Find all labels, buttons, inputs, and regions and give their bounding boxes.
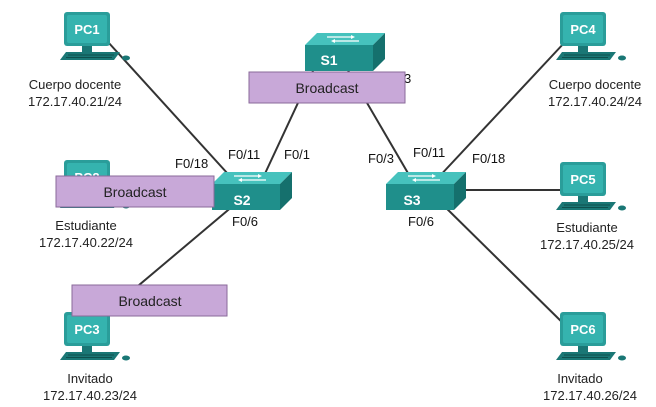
pc5[interactable]: PC5: [555, 161, 627, 211]
pc1-ip: 172.17.40.21/24: [28, 94, 122, 109]
pc6-ip: 172.17.40.26/24: [543, 388, 637, 403]
broadcast-label-pc3: Broadcast: [118, 293, 181, 309]
pc3-name: PC3: [74, 322, 99, 337]
pc5-role: Estudiante: [556, 220, 617, 235]
pc3[interactable]: PC3: [59, 311, 131, 361]
port-s2-f06: F0/6: [232, 214, 258, 229]
pc2-role: Estudiante: [55, 218, 116, 233]
switch-s1[interactable]: S1: [304, 32, 386, 72]
pc1-name: PC1: [74, 22, 99, 37]
port-s3-f06: F0/6: [408, 214, 434, 229]
link-pc4-s3: [435, 41, 566, 181]
port-s2-f011: F0/11: [228, 147, 260, 162]
broadcast-box-pc3: Broadcast: [71, 284, 228, 317]
port-s2-f018: F0/18: [175, 156, 208, 171]
pc4-name: PC4: [570, 22, 596, 37]
pc6-name: PC6: [570, 322, 595, 337]
pc1[interactable]: PC1: [59, 11, 131, 61]
switch-s3-label: S3: [403, 192, 420, 208]
switch-s1-label: S1: [320, 52, 337, 68]
broadcast-box-pc2: Broadcast: [55, 175, 215, 208]
switch-s2[interactable]: S2: [211, 171, 293, 211]
pc2-ip: 172.17.40.22/24: [39, 235, 133, 250]
pc6[interactable]: PC6: [555, 311, 627, 361]
pc4-ip: 172.17.40.24/24: [548, 94, 642, 109]
broadcast-label-pc2: Broadcast: [103, 184, 166, 200]
switch-s2-label: S2: [233, 192, 250, 208]
switch-s3[interactable]: S3: [385, 171, 467, 211]
pc5-ip: 172.17.40.25/24: [540, 237, 634, 252]
port-s3-f011: F0/11: [413, 145, 445, 160]
link-pc6-s3: [435, 197, 571, 331]
port-s1-partial: 3: [404, 71, 411, 86]
pc4[interactable]: PC4: [555, 11, 627, 61]
broadcast-label-s1: Broadcast: [295, 80, 358, 96]
broadcast-box-s1: Broadcast: [248, 71, 406, 104]
link-pc1-s2: [107, 41, 239, 186]
port-s3-f018: F0/18: [472, 151, 505, 166]
pc3-role: Invitado: [67, 371, 113, 386]
pc3-ip: 172.17.40.23/24: [43, 388, 137, 403]
pc6-role: Invitado: [557, 371, 603, 386]
pc4-role: Cuerpo docente: [549, 77, 642, 92]
port-s2-f01: F0/1: [284, 147, 310, 162]
pc1-role: Cuerpo docente: [29, 77, 122, 92]
pc5-name: PC5: [570, 172, 595, 187]
port-s3-f03: F0/3: [368, 151, 394, 166]
